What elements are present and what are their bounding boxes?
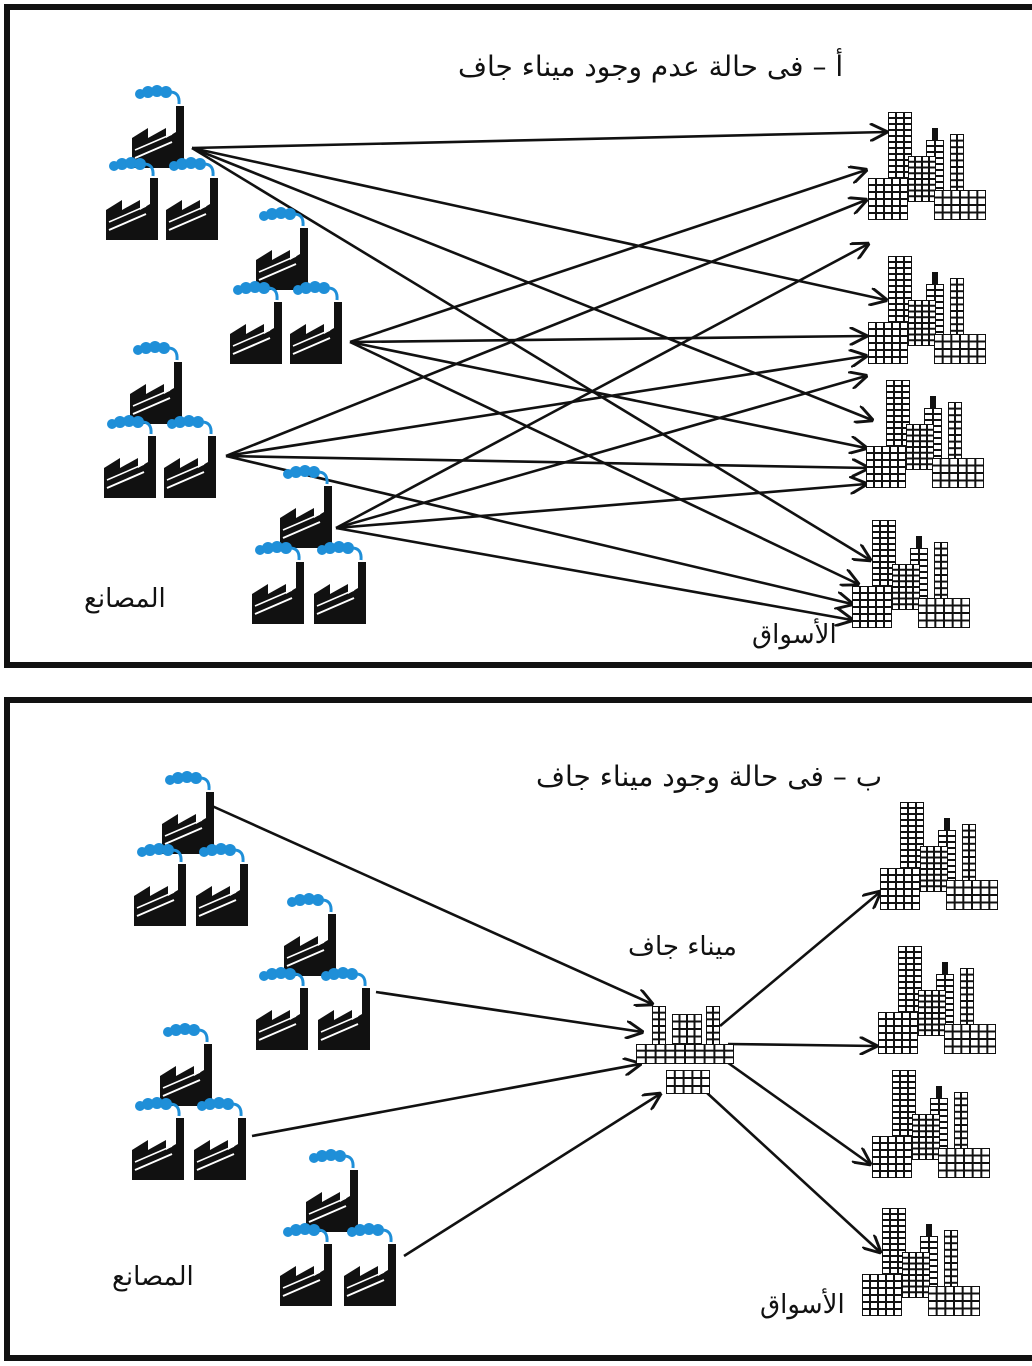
panel-a-title: أ – فى حالة عدم وجود ميناء جاف [458,50,844,83]
panel-a-route-1-1 [191,132,886,150]
panel-a-factory-3-3 [164,415,216,498]
panel-b-route-out-3 [723,1058,870,1164]
panel-a-factory-1-2 [106,157,158,240]
panel-a-route-4-1 [335,244,868,530]
panel-b-factory-4-2 [280,1223,332,1306]
panel-b-route-in-1 [211,804,652,1004]
panel-b-factories-label: المصانع [112,1262,194,1292]
panel-b-route-out-2 [727,1044,876,1046]
panel-b-factory-3-2 [132,1097,184,1180]
panel-b-route-out-4 [705,1091,880,1252]
panel-b-route-in-3 [251,1064,640,1138]
panel-a-factory-3-2 [104,415,156,498]
panel-a-factory-4-1 [280,465,332,548]
panel-b-market-2 [878,946,996,1054]
panel-a-route-1-2 [191,146,886,300]
panel-a-route-4-4 [335,526,852,620]
panel-b-route-out-1 [719,892,880,1027]
dry-port-label: ميناء جاف [628,932,737,962]
panel-a-route-3-4 [225,454,852,604]
panel-b-factory-2-3 [318,967,370,1050]
panel-b-market-1 [880,802,998,910]
panel-a-factory-1-3 [166,157,218,240]
panel-a-market-4 [852,520,970,628]
panel-b-route-in-2 [375,990,642,1032]
panel-a-route-2-1 [349,170,866,344]
panel-a-route-3-2 [225,356,866,458]
panel-a-route-2-2 [349,336,866,342]
panel-b-title: ب – فى حالة وجود ميناء جاف [536,760,883,793]
panel-a-route-3-3 [225,454,868,468]
panel-a-factory-4-3 [314,541,366,624]
panel-b-route-in-4 [403,1094,660,1258]
panel-a-route-1-4 [191,146,870,560]
panel-b-factory-1-3 [196,843,248,926]
panel-a-factories-label: المصانع [84,584,166,614]
panel-b-factory-3-3 [194,1097,246,1180]
panel-a-route-4-3 [335,484,866,530]
panel-a-factory-2-1 [256,207,308,290]
panel-b-factory-2-1 [284,893,336,976]
panel-a-factory-1-1 [132,85,184,168]
panel-a-factory-2-3 [290,281,342,364]
dry-port-icon [636,1006,734,1094]
panel-b-markets-label: الأسواق [760,1290,845,1320]
panel-a-factory-2-2 [230,281,282,364]
panel-b-market-4 [862,1208,980,1316]
panel-b-factory-1-1 [162,771,214,854]
panel-b-factory-4-1 [306,1149,358,1232]
panel-b-factory-4-3 [344,1223,396,1306]
panel-b-market-3 [872,1070,990,1178]
panel-a-route-1-3 [191,146,872,420]
panel-b-factory-3-1 [160,1023,212,1106]
panel-a-market-2 [868,256,986,364]
panel-b-factory-2-2 [256,967,308,1050]
panel-b-factory-1-2 [134,843,186,926]
panel-a-market-3 [866,380,984,488]
panel-a-factory-3-1 [130,341,182,424]
panel-a-markets-label: الأسواق [752,620,837,650]
panel-a-factory-4-2 [252,541,304,624]
panel-a-route-3-1 [225,200,866,458]
panel-a-route-4-2 [335,376,866,530]
panel-a-market-1 [868,112,986,220]
